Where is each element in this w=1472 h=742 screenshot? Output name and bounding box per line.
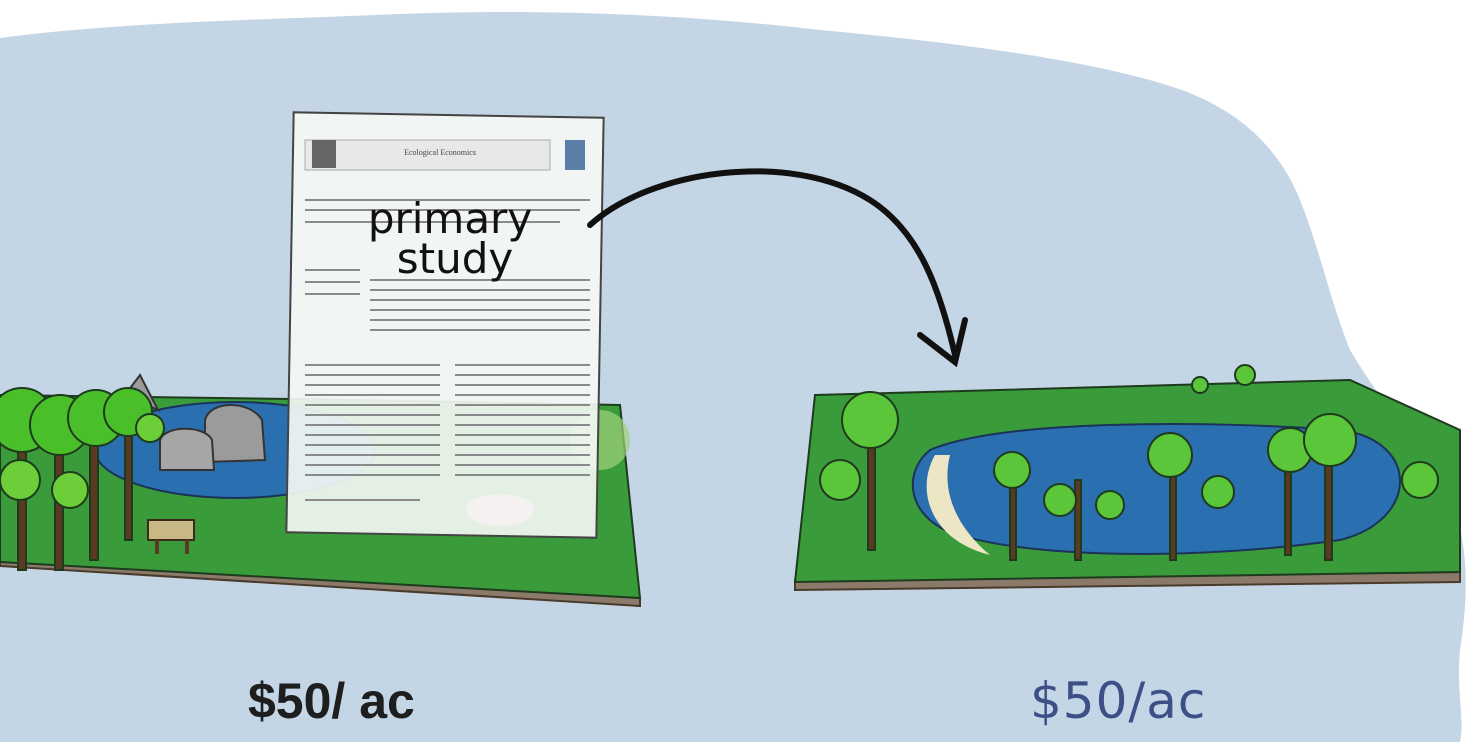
- tree-group: [819, 364, 1439, 561]
- paper-text-lines: [305, 199, 590, 501]
- target-value-label: $50/ac: [1030, 672, 1207, 730]
- site-sign: [147, 519, 195, 554]
- transfer-arrow: [587, 168, 968, 368]
- paper-label-primary: primary: [367, 194, 533, 243]
- target-site: [793, 364, 1461, 592]
- primary-study-paper: [285, 111, 605, 539]
- rock: [204, 404, 267, 464]
- source-value-label: $50/ ac: [248, 673, 415, 729]
- tree-group: [0, 387, 165, 571]
- rock: [159, 427, 216, 471]
- paper-label-study: study: [396, 234, 514, 283]
- journal-name: Ecological Economics: [404, 148, 476, 157]
